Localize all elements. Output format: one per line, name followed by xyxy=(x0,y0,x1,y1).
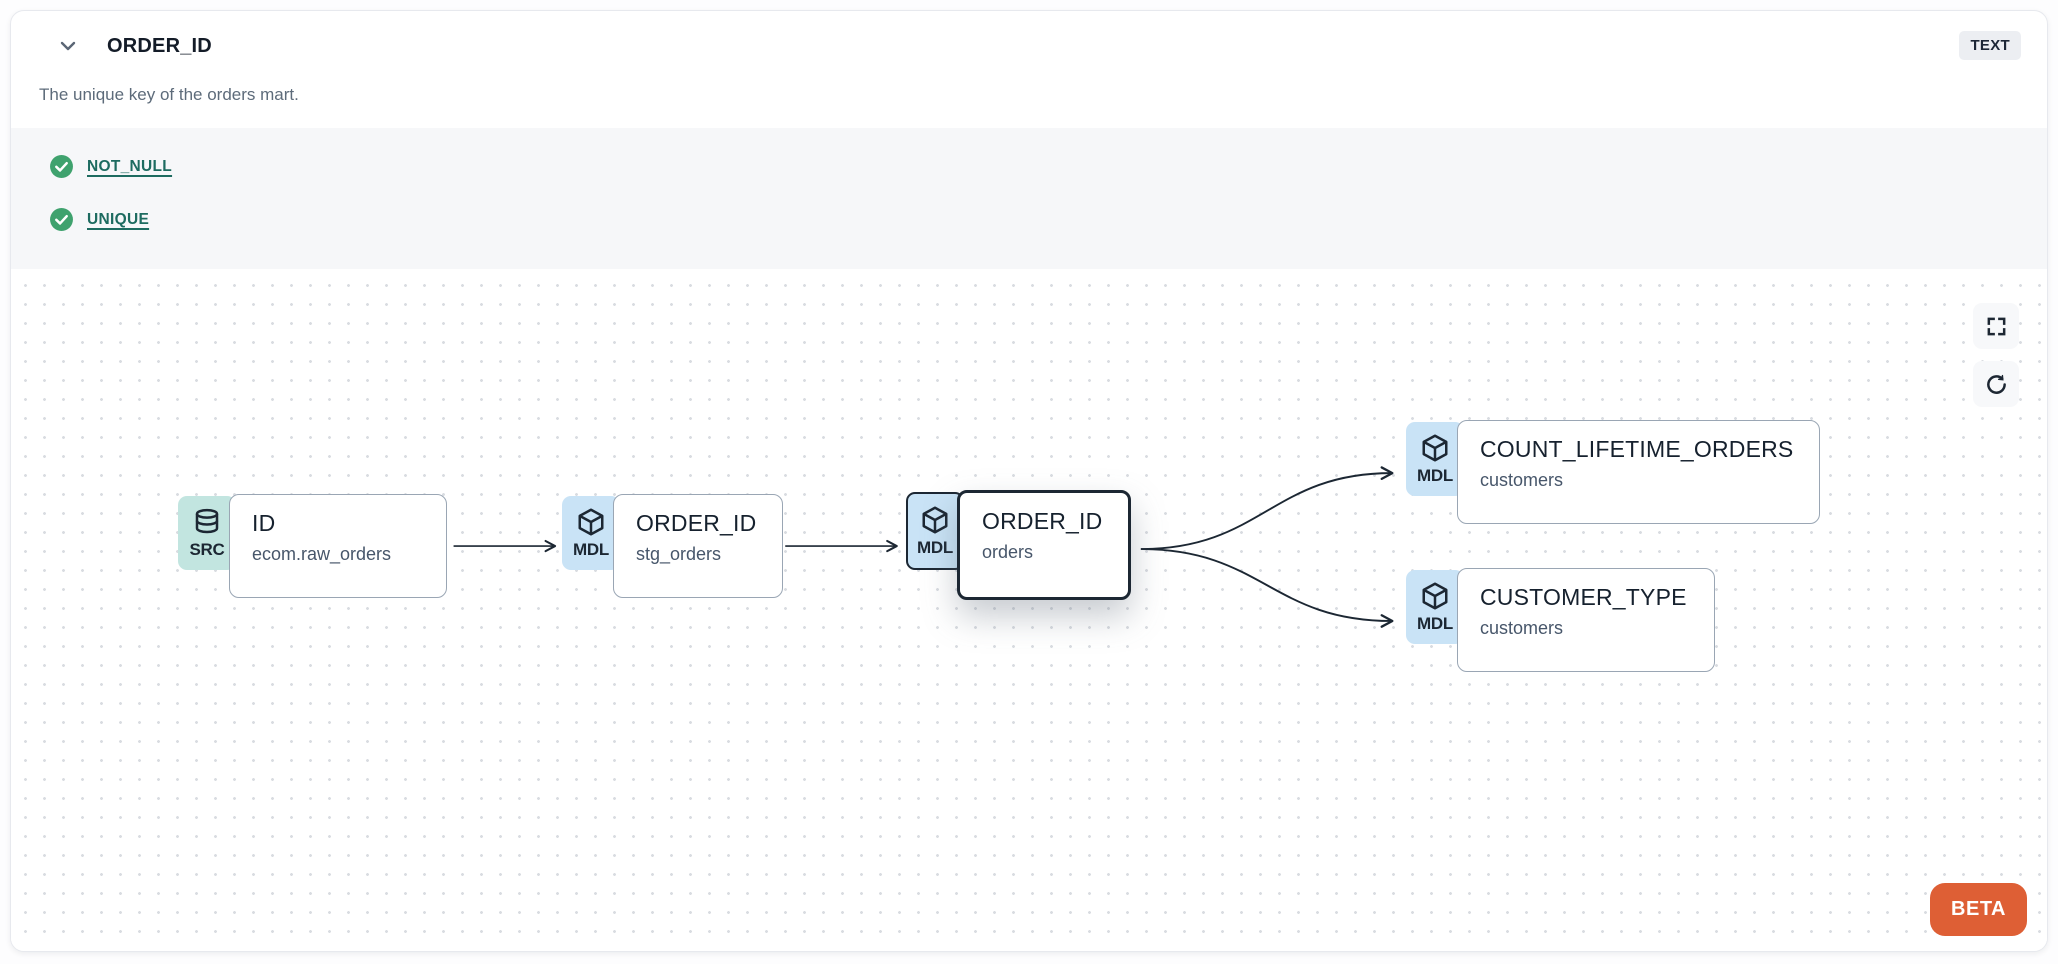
node-title: ID xyxy=(252,510,276,536)
canvas-controls xyxy=(1973,303,2019,407)
chevron-down-icon xyxy=(56,34,80,58)
node-card: COUNT_LIFETIME_ORDERS customers xyxy=(1457,420,1821,524)
badge-label: SRC xyxy=(189,539,225,559)
node-subtitle: orders xyxy=(982,542,1034,562)
node-card: ORDER_ID orders xyxy=(957,490,1132,600)
check-circle-icon xyxy=(49,154,74,179)
tests-section: NOT_NULL UNIQUE xyxy=(11,128,2047,269)
column-type-badge: TEXT xyxy=(1959,31,2021,60)
test-row: NOT_NULL xyxy=(49,154,2017,179)
badge-label: MDL xyxy=(1417,613,1453,633)
node-card: ORDER_ID stg_orders xyxy=(613,494,784,598)
model-type-badge: MDL xyxy=(562,496,620,570)
node-card: CUSTOMER_TYPE customers xyxy=(1457,568,1715,672)
node-title: ORDER_ID xyxy=(636,510,757,536)
node-title: CUSTOMER_TYPE xyxy=(1480,584,1687,610)
node-title: COUNT_LIFETIME_ORDERS xyxy=(1480,436,1794,462)
refresh-icon xyxy=(1985,373,2008,396)
lineage-node-id-ecom-raw-orders[interactable]: SRC ID ecom.raw_orders xyxy=(178,494,447,598)
beta-badge: BETA xyxy=(1930,883,2027,936)
badge-label: MDL xyxy=(917,537,953,557)
refresh-button[interactable] xyxy=(1973,361,2019,407)
node-subtitle: ecom.raw_orders xyxy=(252,544,392,564)
node-subtitle: stg_orders xyxy=(636,544,722,564)
collapse-toggle-button[interactable] xyxy=(51,29,85,63)
cube-icon xyxy=(1420,581,1450,611)
badge-label: MDL xyxy=(1417,465,1453,485)
node-subtitle: customers xyxy=(1480,618,1564,638)
page-title: ORDER_ID xyxy=(107,34,212,57)
column-description: The unique key of the orders mart. xyxy=(39,85,299,104)
model-type-badge: MDL xyxy=(906,492,964,570)
check-circle-icon xyxy=(49,207,74,232)
source-type-badge: SRC xyxy=(178,496,236,570)
lineage-edges xyxy=(453,466,1394,628)
database-icon xyxy=(192,507,222,537)
test-link-not-null[interactable]: NOT_NULL xyxy=(87,157,173,175)
node-title: ORDER_ID xyxy=(982,508,1103,534)
lineage-node-count-lifetime-orders-customers[interactable]: MDL COUNT_LIFETIME_ORDERS customers xyxy=(1406,420,1821,524)
node-card: ID ecom.raw_orders xyxy=(229,494,447,598)
fullscreen-icon xyxy=(1985,315,2008,338)
cube-icon xyxy=(1420,433,1450,463)
lineage-node-order-id-orders-selected[interactable]: MDL ORDER_ID orders xyxy=(906,490,1132,600)
model-type-badge: MDL xyxy=(1406,570,1464,644)
column-details-card: ORDER_ID TEXT The unique key of the orde… xyxy=(10,10,2048,952)
cube-icon xyxy=(920,505,950,535)
badge-label: MDL xyxy=(573,539,609,559)
lineage-canvas[interactable]: SRC ID ecom.raw_orders MDL ORDER_ID stg_… xyxy=(11,269,2047,949)
test-row: UNIQUE xyxy=(49,207,2017,232)
card-header: ORDER_ID TEXT xyxy=(11,11,2047,81)
lineage-node-customer-type-customers[interactable]: MDL CUSTOMER_TYPE customers xyxy=(1406,568,1715,672)
fullscreen-button[interactable] xyxy=(1973,303,2019,349)
node-subtitle: customers xyxy=(1480,470,1564,490)
lineage-node-order-id-stg-orders[interactable]: MDL ORDER_ID stg_orders xyxy=(562,494,784,598)
model-type-badge: MDL xyxy=(1406,422,1464,496)
test-link-unique[interactable]: UNIQUE xyxy=(87,210,150,228)
cube-icon xyxy=(576,507,606,537)
